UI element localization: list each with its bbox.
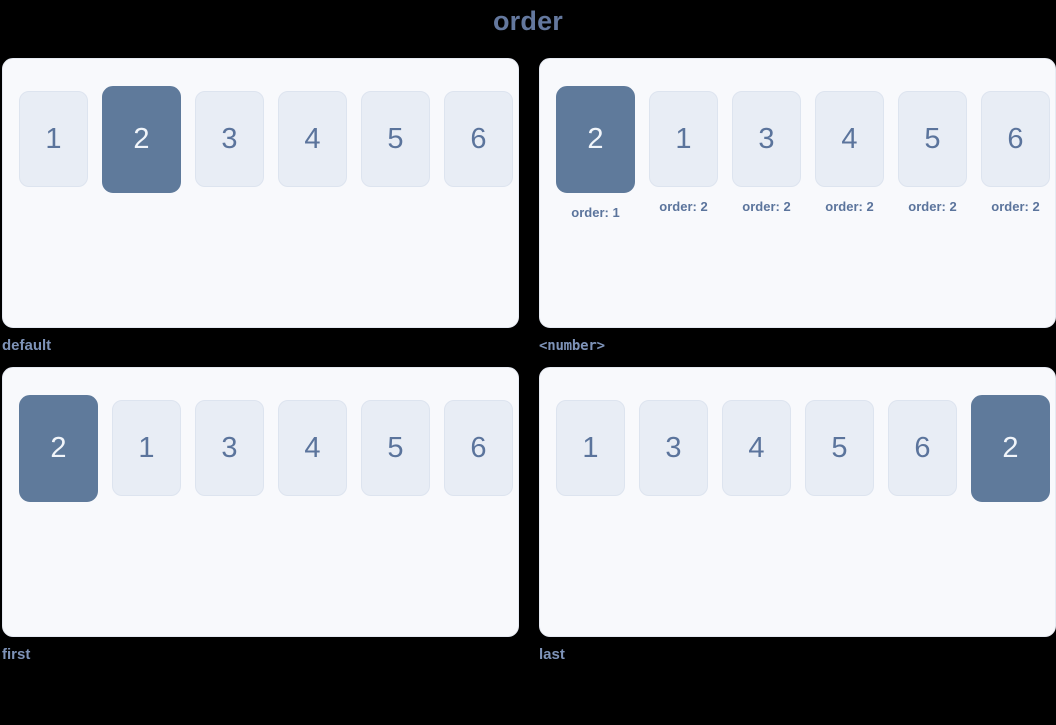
order-box[interactable]: 4: [278, 91, 347, 187]
order-item[interactable]: 1 order: 2: [649, 86, 718, 214]
item-row: 2 order: 1 1 order: 2 3 order: 2 4 order: 2 5 ord…: [556, 86, 1055, 220]
order-item[interactable]: 3: [195, 395, 264, 496]
order-box[interactable]: 1: [556, 400, 625, 496]
order-box[interactable]: 5: [361, 91, 430, 187]
order-item[interactable]: 2: [19, 395, 98, 502]
order-box[interactable]: 3: [639, 400, 708, 496]
order-caption: order: 2: [825, 199, 874, 214]
demo-card-number: 2 order: 1 1 order: 2 3 order: 2 4 order: 2 5 ord…: [539, 58, 1056, 328]
order-item[interactable]: 2: [102, 86, 181, 193]
card-label-first: first: [2, 646, 31, 663]
order-item[interactable]: 4: [722, 395, 791, 496]
order-item[interactable]: 4 order: 2: [815, 86, 884, 214]
order-box[interactable]: 6: [444, 91, 513, 187]
order-box[interactable]: 3: [195, 400, 264, 496]
order-box[interactable]: 4: [722, 400, 791, 496]
order-box[interactable]: 5: [898, 91, 967, 187]
order-item[interactable]: 3: [639, 395, 708, 496]
panel-cell-1: 2 order: 1 1 order: 2 3 order: 2 4 order: 2 5 ord…: [539, 58, 1056, 355]
order-item[interactable]: 2: [971, 395, 1050, 502]
order-item[interactable]: 5: [805, 395, 874, 496]
order-item[interactable]: 1: [556, 395, 625, 496]
order-item[interactable]: 4: [278, 395, 347, 496]
card-label-last: last: [539, 646, 565, 663]
order-item[interactable]: 4: [278, 86, 347, 187]
order-item[interactable]: 6: [444, 86, 513, 187]
order-item[interactable]: 6: [888, 395, 957, 496]
order-box[interactable]: 3: [732, 91, 801, 187]
order-caption: order: 2: [659, 199, 708, 214]
order-box[interactable]: 6: [888, 400, 957, 496]
order-box[interactable]: 4: [815, 91, 884, 187]
page-title: order: [492, 6, 564, 36]
order-caption: order: 1: [571, 205, 620, 220]
order-item[interactable]: 6 order: 2: [981, 86, 1050, 214]
card-label-default: default: [2, 337, 52, 354]
order-item[interactable]: 5: [361, 395, 430, 496]
order-box[interactable]: 5: [805, 400, 874, 496]
order-box[interactable]: 1: [112, 400, 181, 496]
order-box-active[interactable]: 2: [556, 86, 635, 193]
order-box[interactable]: 6: [444, 400, 513, 496]
order-item[interactable]: 5 order: 2: [898, 86, 967, 214]
order-item[interactable]: 6: [444, 395, 513, 496]
order-box[interactable]: 5: [361, 400, 430, 496]
order-box[interactable]: 6: [981, 91, 1050, 187]
order-box[interactable]: 1: [19, 91, 88, 187]
order-box-active[interactable]: 2: [971, 395, 1050, 502]
order-item[interactable]: 5: [361, 86, 430, 187]
order-item[interactable]: 1: [19, 86, 88, 187]
order-caption: order: 2: [742, 199, 791, 214]
order-box-active[interactable]: 2: [19, 395, 98, 502]
order-caption: order: 2: [908, 199, 957, 214]
order-item[interactable]: 2 order: 1: [556, 86, 635, 220]
order-box[interactable]: 4: [278, 400, 347, 496]
card-label-number: <number>: [539, 338, 605, 354]
order-item[interactable]: 1: [112, 395, 181, 496]
order-item[interactable]: 3 order: 2: [732, 86, 801, 214]
order-item[interactable]: 3: [195, 86, 264, 187]
order-caption: order: 2: [991, 199, 1040, 214]
order-box-active[interactable]: 2: [102, 86, 181, 193]
order-box[interactable]: 1: [649, 91, 718, 187]
order-box[interactable]: 3: [195, 91, 264, 187]
